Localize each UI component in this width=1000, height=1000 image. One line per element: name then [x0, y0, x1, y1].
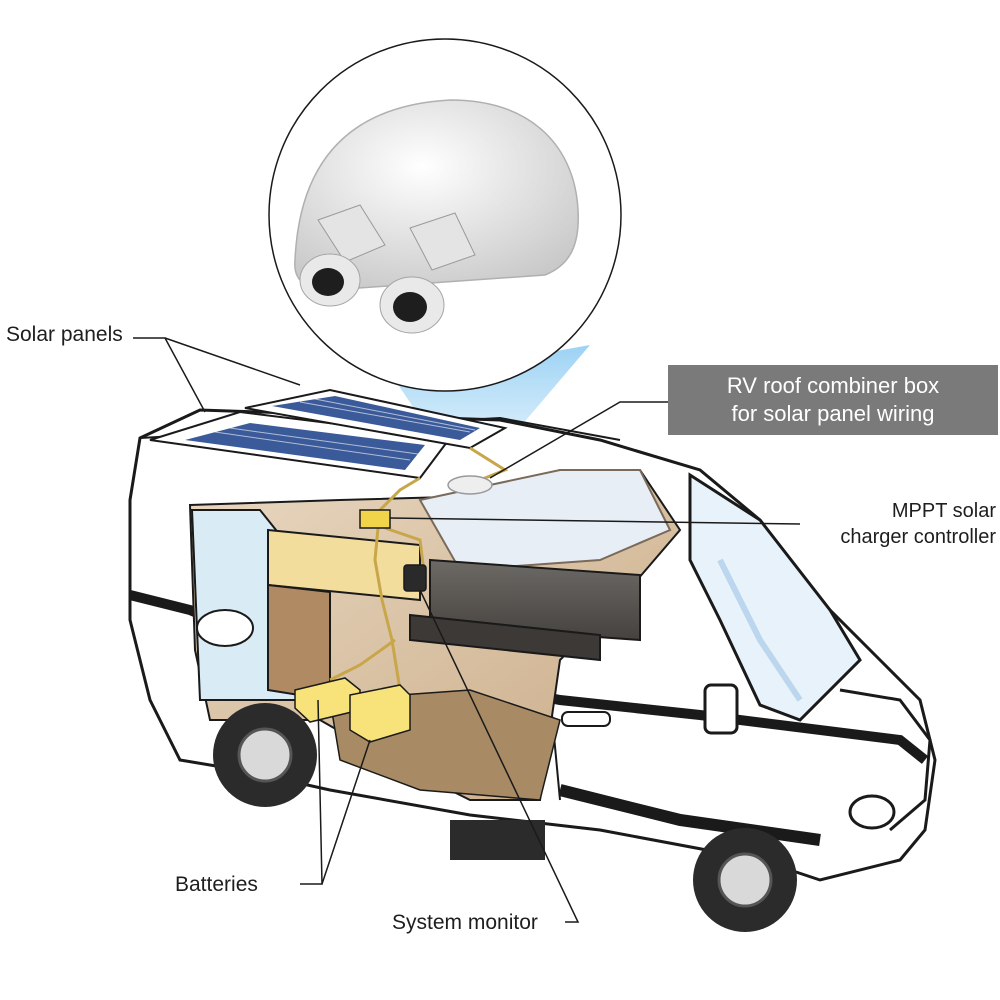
leader-lines: [133, 337, 801, 923]
mppt-line-1: MPPT solar: [891, 500, 996, 522]
rear-wheel: [213, 703, 317, 807]
solar-panel-icon: [149, 388, 508, 480]
charger-controller-icon: [359, 509, 391, 529]
system-monitor-icon: [403, 564, 427, 592]
callout-combiner-box: RV roof combiner box for solar panel wir…: [668, 365, 998, 435]
callout-line-2: for solar panel wiring: [731, 401, 935, 426]
mppt-line-2: charger controller: [840, 526, 996, 548]
label-mppt: MPPT solar charger controller: [800, 498, 996, 550]
step-block: [450, 820, 545, 860]
callout-line-1: RV roof combiner box: [726, 373, 940, 398]
combiner-box-roof: [447, 475, 493, 495]
combiner-box-photo: [268, 38, 622, 392]
label-batteries: Batteries: [175, 873, 258, 896]
label-solar-panels: Solar panels: [6, 323, 123, 346]
battery-icon: [294, 677, 411, 743]
front-wheel: [693, 828, 797, 932]
label-system-monitor: System monitor: [392, 911, 538, 934]
